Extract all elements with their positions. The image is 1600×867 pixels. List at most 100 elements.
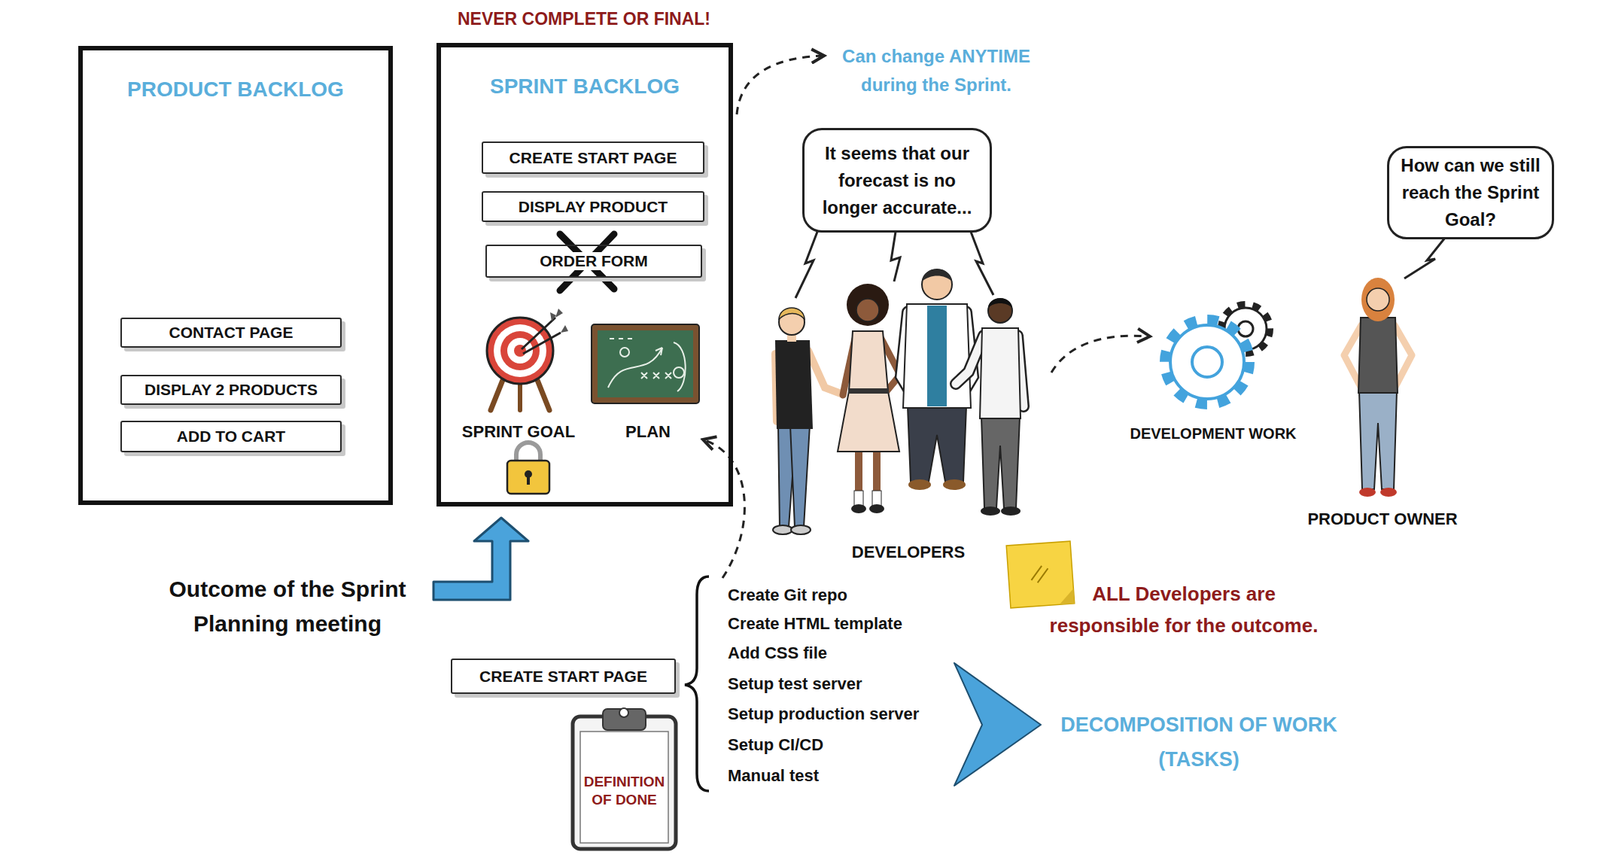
- panel-title: SPRINT BACKLOG: [441, 74, 729, 99]
- task-item: Create Git repo: [727, 584, 969, 606]
- note-heading: NEVER COMPLETE OR FINAL!: [410, 7, 758, 31]
- speech-tail-part: [891, 231, 901, 282]
- padlock-icon: [507, 442, 550, 494]
- clipboard-part: [572, 716, 676, 849]
- padlock-icon-part: [526, 475, 530, 485]
- icon-caption: PLAN: [610, 421, 686, 443]
- developer-figure-part: [854, 490, 864, 506]
- chalkboard-icon-part: [591, 324, 700, 404]
- curly-brace: [684, 576, 709, 791]
- gear-icon-part: [1165, 319, 1250, 405]
- padlock-icon-part: [507, 460, 550, 494]
- item-label: CREATE START PAGE: [507, 149, 680, 168]
- developer-figure-part: [979, 328, 1021, 419]
- task-item: Setup CI/CD: [727, 734, 969, 756]
- developer-figure-part: [955, 335, 984, 384]
- speech-bubble: It seems that our forecast is no longer …: [802, 127, 992, 233]
- role-caption: PRODUCT OWNER: [1292, 508, 1473, 530]
- clipboard-part: [580, 731, 669, 843]
- developer-figure-part: [927, 305, 947, 407]
- target-icon: [486, 308, 569, 411]
- item-label: ADD TO CART: [174, 427, 288, 446]
- chalkboard-icon-part: [673, 367, 685, 378]
- developer-figure-part: [848, 388, 889, 394]
- dashed-arrow: [736, 55, 825, 115]
- developer-figure-part: [872, 490, 882, 506]
- padlock-icon-part: [516, 442, 541, 463]
- icon-caption: DEVELOPMENT WORK: [1107, 423, 1319, 444]
- backlog-item: CREATE START PAGE: [450, 658, 676, 694]
- developer-figure-part: [869, 504, 885, 514]
- developer-figure-part: [981, 416, 1020, 508]
- speech-tail-part: [970, 231, 994, 296]
- developer-figure-part: [790, 525, 811, 535]
- clipboard: DEFINITION OF DONE: [569, 704, 679, 852]
- task-item: Setup test server: [727, 673, 969, 695]
- target-icon-part: [560, 325, 569, 333]
- role-caption: DEVELOPERS: [833, 541, 984, 563]
- developer-figure-part: [851, 504, 867, 514]
- developer-figure-part: [907, 406, 967, 482]
- clipboard-text: DEFINITION OF DONE: [580, 772, 668, 810]
- chalkboard-icon-part: [641, 372, 672, 379]
- gear-icon: [1165, 304, 1270, 405]
- developer-figure-part: [988, 298, 1013, 308]
- developer-figure-part: [980, 506, 1001, 516]
- developer-figure: [772, 307, 843, 535]
- developer-figure: [837, 283, 901, 514]
- sticky-note: [1006, 541, 1075, 609]
- clipboard-part: [602, 708, 646, 731]
- task-item: Setup production server: [727, 703, 969, 725]
- responsibility-note: ALL Developers are responsible for the o…: [1040, 577, 1327, 642]
- developer-figure-part: [921, 269, 953, 300]
- chalkboard-icon-part: [655, 347, 663, 356]
- target-icon-part: [523, 332, 561, 354]
- chalkboard-icon-part: [597, 330, 694, 398]
- outcome-arrow: [433, 517, 529, 600]
- product-owner-figure-part: [1380, 487, 1397, 497]
- callout-note: Can change ANYTIME during the Sprint.: [827, 42, 1046, 100]
- sticky-note-part: [1006, 541, 1075, 609]
- developer-figure-part: [778, 307, 805, 320]
- speech-text: How can we still reach the Sprint Goal?: [1399, 152, 1543, 234]
- developer-figure-part: [856, 298, 880, 322]
- sticky-note-part: [1058, 588, 1074, 605]
- product-owner-figure-part: [1366, 288, 1390, 311]
- speech-tail-part: [1404, 237, 1445, 279]
- developer-figure-part: [908, 479, 931, 490]
- developer-figure-part: [775, 340, 813, 429]
- developer-figure-part: [846, 283, 889, 326]
- developer-figure-part: [808, 350, 843, 395]
- task-item: Manual test: [727, 765, 969, 787]
- chalkboard-icon-part: [609, 337, 633, 340]
- item-label: CONTACT PAGE: [167, 323, 296, 342]
- developer-figure-part: [903, 304, 971, 408]
- speech-text: It seems that our forecast is no longer …: [815, 139, 980, 222]
- target-icon-part: [550, 308, 563, 322]
- product-owner-figure-part: [1361, 277, 1395, 322]
- backlog-item: CONTACT PAGE: [120, 317, 342, 348]
- backlog-item: DISPLAY 2 PRODUCTS: [120, 374, 342, 405]
- dashed-arrow: [702, 439, 745, 578]
- backlog-item: CREATE START PAGE: [481, 141, 705, 174]
- chalkboard-icon-part: [608, 347, 663, 388]
- sticky-note-part: [1030, 565, 1049, 584]
- product-owner-figure-part: [1358, 317, 1398, 393]
- developer-figure: [955, 298, 1024, 516]
- gear-icon-part: [1170, 325, 1245, 399]
- item-label: DISPLAY PRODUCT: [516, 197, 670, 216]
- gear-icon-part: [1192, 346, 1223, 378]
- item-label: ORDER FORM: [537, 252, 651, 271]
- developer-figure-part: [837, 331, 900, 452]
- backlog-item: ADD TO CART: [120, 420, 342, 453]
- dashed-arrow: [1051, 335, 1150, 373]
- icon-caption: SPRINT GOAL: [450, 421, 587, 443]
- speech-tail: [795, 231, 1445, 299]
- chalkboard-icon-part: [673, 342, 686, 392]
- item-label: CREATE START PAGE: [477, 667, 650, 686]
- task-item: Add CSS file: [727, 642, 969, 664]
- speech-tail-part: [795, 231, 818, 299]
- item-label: DISPLAY 2 PRODUCTS: [142, 380, 320, 399]
- developer-figure-part: [955, 335, 984, 384]
